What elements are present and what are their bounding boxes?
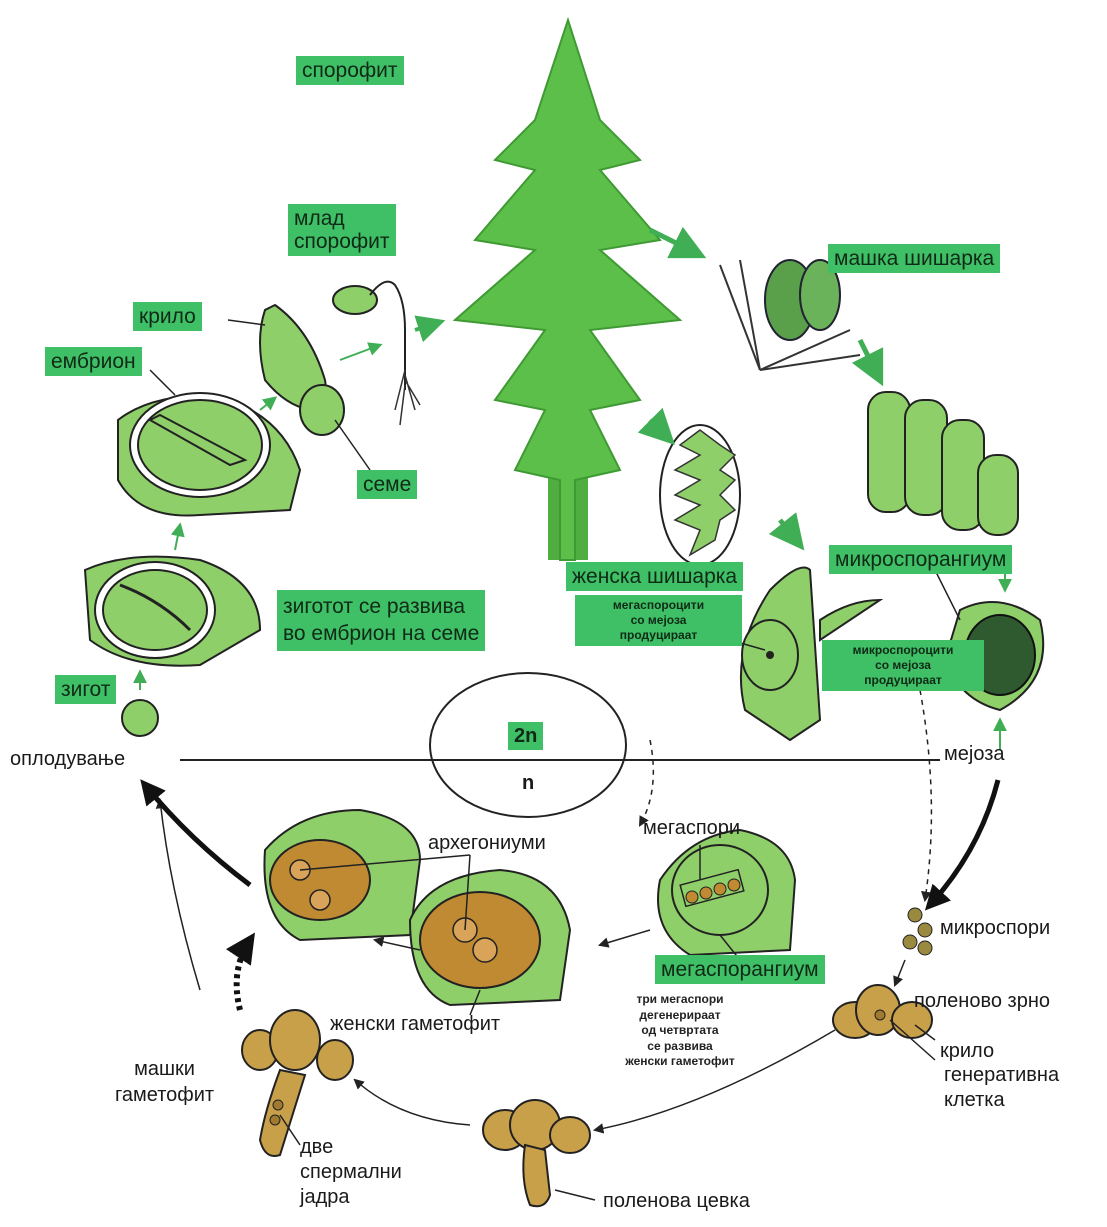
label-megasporocytes: мегаспороцити со мејоза продуцираат xyxy=(575,595,742,646)
label-embryo: ембрион xyxy=(45,347,142,376)
zygote-icon xyxy=(122,700,158,736)
pollen-tube-icon xyxy=(483,1100,590,1206)
label-male-gametophyte: машки гаметофит xyxy=(115,1056,214,1108)
developing-embryo-icon xyxy=(85,557,260,666)
label-young-sporophyte: млад спорофит xyxy=(288,204,396,256)
label-haploid: n xyxy=(522,772,534,794)
archegonia-ovule-icon xyxy=(264,810,420,940)
label-megaspores: мегаспори xyxy=(643,817,740,839)
label-three-megaspores: три мегаспори дегенерираат од четвртата … xyxy=(585,992,775,1070)
label-pollen-grain: поленово зрно xyxy=(914,990,1050,1012)
female-cone-icon xyxy=(660,425,740,565)
label-zygote: зигот xyxy=(55,675,116,704)
label-microspores: микроспори xyxy=(940,917,1050,939)
label-fertilization: оплодување xyxy=(10,748,125,770)
pine-tree-icon xyxy=(455,20,680,560)
female-gametophyte-ovule-icon xyxy=(410,870,570,1005)
megaspores-ovule-icon xyxy=(658,830,795,955)
male-cone-icon xyxy=(720,260,860,370)
label-diploid: 2n xyxy=(508,722,543,750)
label-pollen-tube: поленова цевка xyxy=(603,1190,750,1212)
microsporangium-cluster-icon xyxy=(868,392,1018,535)
label-two-sperm-nuclei: две спермални јадра xyxy=(300,1135,402,1210)
microspores-icon xyxy=(903,908,932,955)
label-microsporangium: микроспорангиум xyxy=(829,545,1012,574)
seedling-icon xyxy=(333,282,420,425)
winged-seed-icon xyxy=(260,305,344,435)
label-sporophyte: спорофит xyxy=(296,56,404,85)
label-seed: семе xyxy=(357,470,417,499)
label-female-cone: женска шишарка xyxy=(566,562,743,591)
label-generative-cell: генеративна клетка xyxy=(944,1063,1059,1113)
label-archegonia: архегониуми xyxy=(428,832,546,854)
label-male-cone: машка шишарка xyxy=(828,244,1000,273)
label-meiosis: мејоза xyxy=(944,743,1005,765)
label-wing-top: крило xyxy=(133,302,202,331)
label-female-gametophyte: женски гаметофит xyxy=(330,1013,500,1035)
label-zygote-develops: зиготот се развива во ембрион на семе xyxy=(277,590,485,651)
label-wing-bottom: крило xyxy=(940,1040,994,1062)
label-megasporangium: мегаспорангиум xyxy=(655,955,825,984)
label-microsporocytes: микроспороцити со мејоза продуцираат xyxy=(822,640,984,691)
seed-with-embryo-icon xyxy=(118,393,300,516)
